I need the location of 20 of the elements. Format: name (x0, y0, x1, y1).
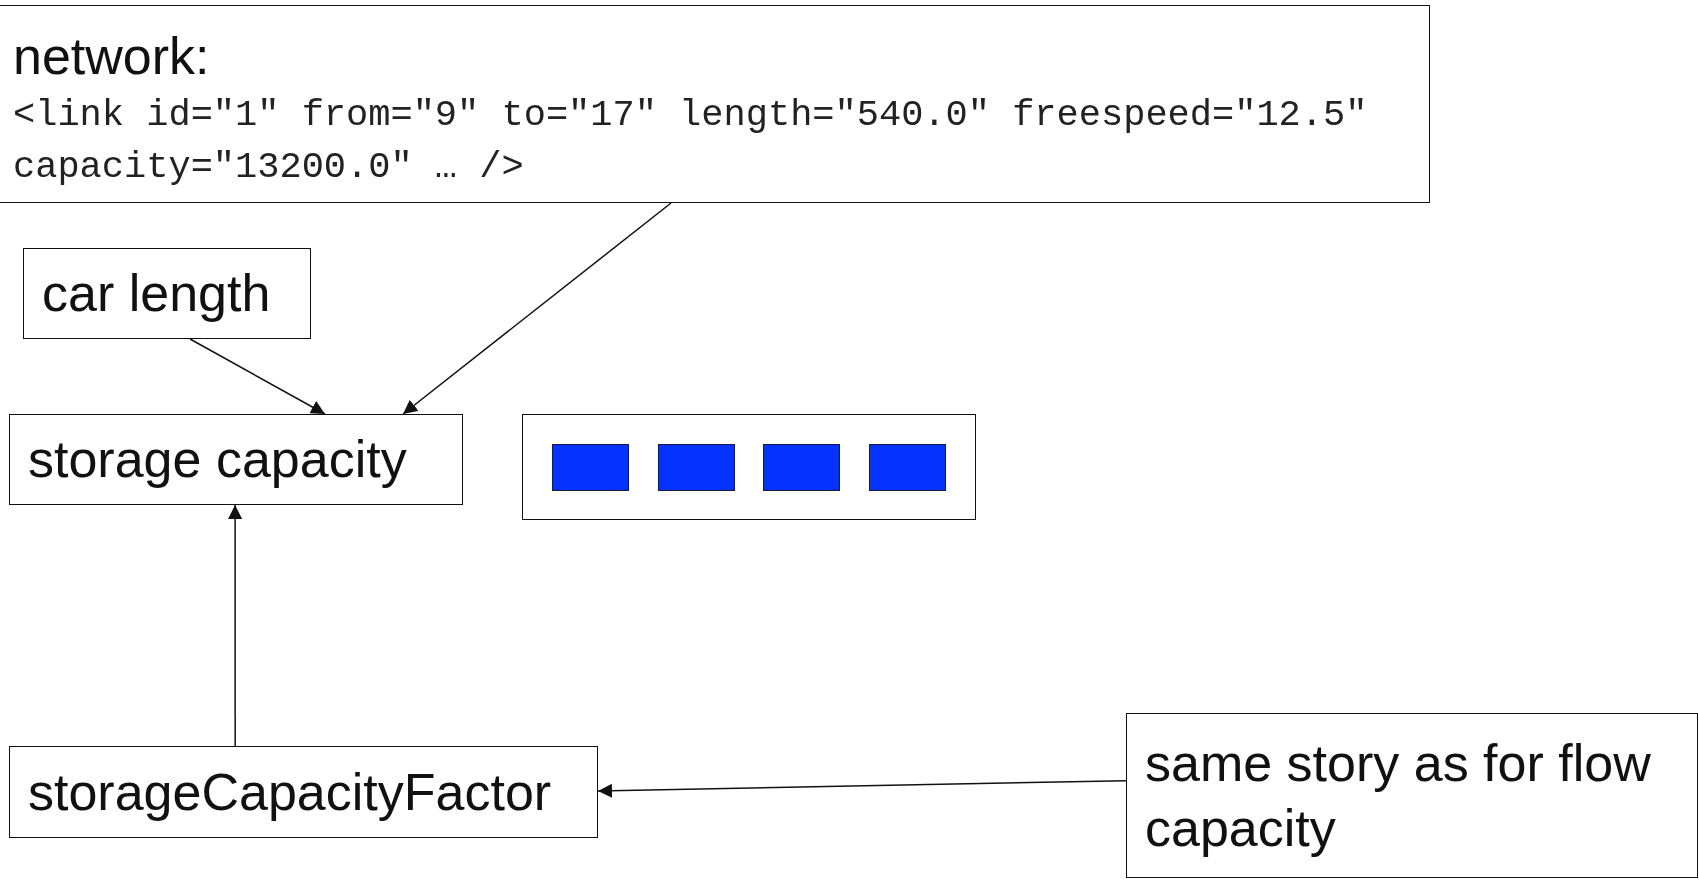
arrow (228, 504, 243, 747)
box-label: car length (42, 263, 272, 324)
heading-text: network: (13, 28, 211, 86)
arrow (597, 779, 1127, 798)
arrow (402, 202, 672, 415)
label-box (9, 414, 463, 505)
arrow (189, 338, 326, 415)
filled-block (763, 444, 840, 491)
filled-block (869, 444, 946, 491)
label-box (1126, 713, 1698, 878)
filled-block (552, 444, 629, 491)
label-box (23, 248, 311, 339)
label-box (9, 746, 598, 838)
code-text: <link id="1" from="9" to="17" length="540.0" freespeed="12.5" capacity="13200.0" … /> (13, 93, 1369, 191)
box-label: storageCapacityFactor (28, 761, 553, 823)
container-box (522, 414, 976, 520)
filled-block (658, 444, 735, 491)
code-box (0, 5, 1430, 203)
box-label: same story as for flow capacity (1145, 732, 1652, 859)
box-label: storage capacity (28, 429, 408, 490)
